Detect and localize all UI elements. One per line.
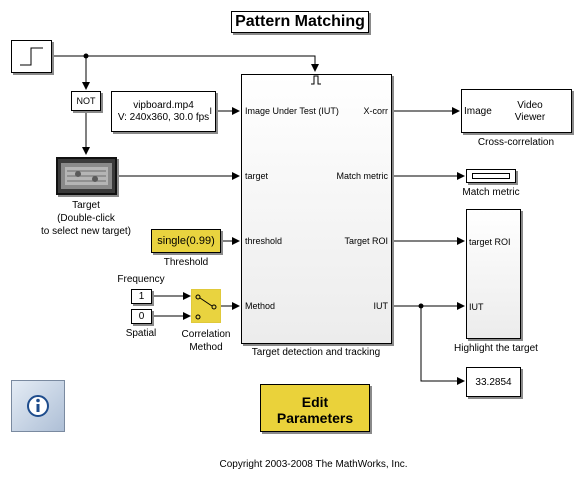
output-port-xcorr: X-corr [363,106,389,116]
switch-caption-2: Method [189,342,223,353]
match-metric-caption: Match metric [462,187,520,198]
not-gate-block[interactable]: NOT [71,91,101,111]
video-viewer-block[interactable]: Image Video Viewer [461,89,572,133]
switch-icon [195,294,217,320]
info-icon [27,395,49,417]
spatial-value: 0 [138,311,145,322]
video-file-name: vipboard.mp4 [133,100,194,111]
highlight-port-roi: target ROI [469,237,511,247]
viewer-title-2: Viewer [514,112,546,123]
copyright-text: Copyright 2003-2008 The MathWorks, Inc. [219,459,408,470]
edit-button-line-2: Parameters [276,410,354,426]
frequency-caption: Frequency [117,274,165,285]
target-caption-2: (Double-click [57,213,115,224]
step-icon [20,47,43,66]
match-metric-block[interactable] [466,169,516,183]
output-port-iut: IUT [373,301,389,311]
wire-step-to-branch [52,55,319,72]
viewer-caption: Cross-correlation [477,137,555,148]
input-port-threshold: threshold [245,236,283,246]
not-gate-label: NOT [76,96,96,106]
viewer-title-1: Video [517,100,543,111]
target-detection-subsystem[interactable]: Image Under Test (IUT) target threshold … [241,74,392,344]
spatial-caption: Spatial [125,328,157,339]
correlation-method-switch[interactable] [191,289,221,323]
video-source-block[interactable]: vipboard.mp4 V: 240x360, 30.0 fps I [111,91,216,132]
subsystem-caption: Target detection and tracking [251,347,381,358]
input-port-method: Method [245,301,276,311]
display-block[interactable]: 33.2854 [466,367,521,397]
video-format: V: 240x360, 30.0 fps [117,112,210,123]
edit-parameters-button[interactable]: Edit Parameters [260,384,370,432]
output-port-match-metric: Match metric [336,171,388,181]
spatial-constant[interactable]: 0 [131,309,152,324]
diagram-title: Pattern Matching [231,11,369,33]
video-port-mark: I [209,106,212,116]
target-caption-1: Target [72,200,100,211]
frequency-value: 1 [138,291,145,302]
input-port-iut: Image Under Test (IUT) [245,106,339,116]
highlight-caption: Highlight the target [454,343,538,354]
pulse-port-icon [311,75,321,85]
target-thumbnail [61,163,112,189]
viewer-input-port: Image [464,106,492,117]
threshold-caption: Threshold [163,257,209,268]
info-button[interactable] [11,380,65,432]
metric-bar-icon [472,173,510,179]
output-port-target-roi: Target ROI [344,236,388,246]
threshold-value: single(0.99) [157,235,215,247]
input-port-target: target [245,171,269,181]
step-source-block[interactable] [11,40,52,73]
threshold-block[interactable]: single(0.99) [151,229,221,253]
target-image-block[interactable] [56,157,117,195]
edit-button-line-1: Edit [301,394,329,410]
highlight-target-block[interactable]: target ROI IUT [466,209,521,339]
display-value: 33.2854 [475,377,512,388]
target-caption-3: to select new target) [40,226,132,237]
switch-caption-1: Correlation [181,329,231,340]
frequency-constant[interactable]: 1 [131,289,152,304]
highlight-port-iut: IUT [469,302,484,312]
wire-iut-to-display [420,306,465,385]
